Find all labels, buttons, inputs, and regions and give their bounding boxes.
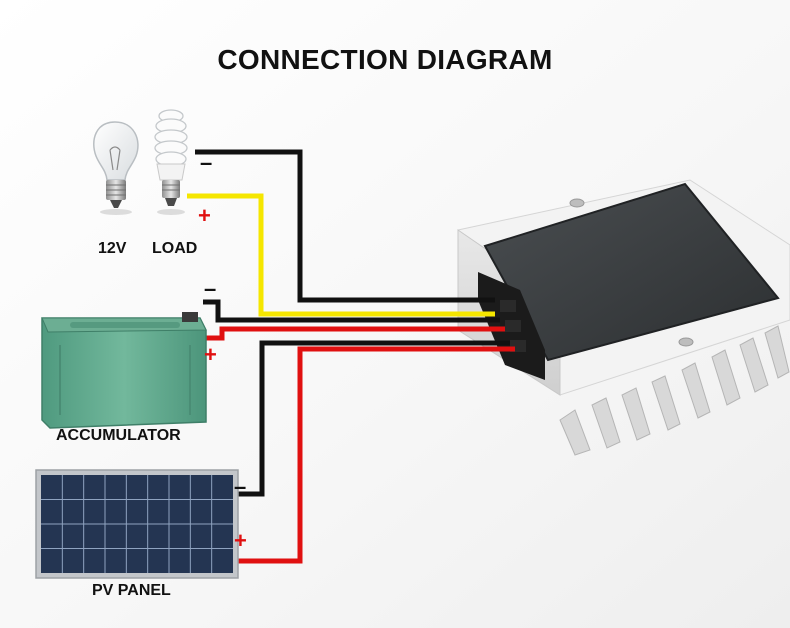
pv-negative-sign: – (234, 474, 247, 499)
load-negative-sign: – (200, 150, 213, 175)
load-label: LOAD (152, 240, 198, 257)
load-voltage-label: 12V (98, 240, 127, 257)
accumulator-negative-sign: – (204, 276, 217, 301)
wires (187, 149, 515, 564)
wire-pv-negative (238, 340, 510, 497)
incandescent-bulb-icon (93, 121, 139, 215)
accumulator-positive-sign: + (204, 342, 217, 367)
wire-battery-negative (203, 299, 500, 323)
battery-icon (41, 312, 207, 429)
wire-load-positive (187, 193, 495, 317)
pv-positive-sign: + (234, 528, 247, 553)
cfl-bulb-icon (154, 109, 188, 215)
solar-panel-icon (35, 469, 239, 579)
diagram-title: CONNECTION DIAGRAM (217, 44, 553, 75)
charge-controller-icon (457, 179, 790, 456)
accumulator-label: ACCUMULATOR (56, 427, 181, 444)
wire-pv-positive (238, 346, 515, 564)
load-positive-sign: + (198, 203, 211, 228)
pv-panel-label: PV PANEL (92, 582, 171, 599)
wire-battery-positive (203, 326, 505, 341)
wire-load-negative (195, 149, 495, 303)
